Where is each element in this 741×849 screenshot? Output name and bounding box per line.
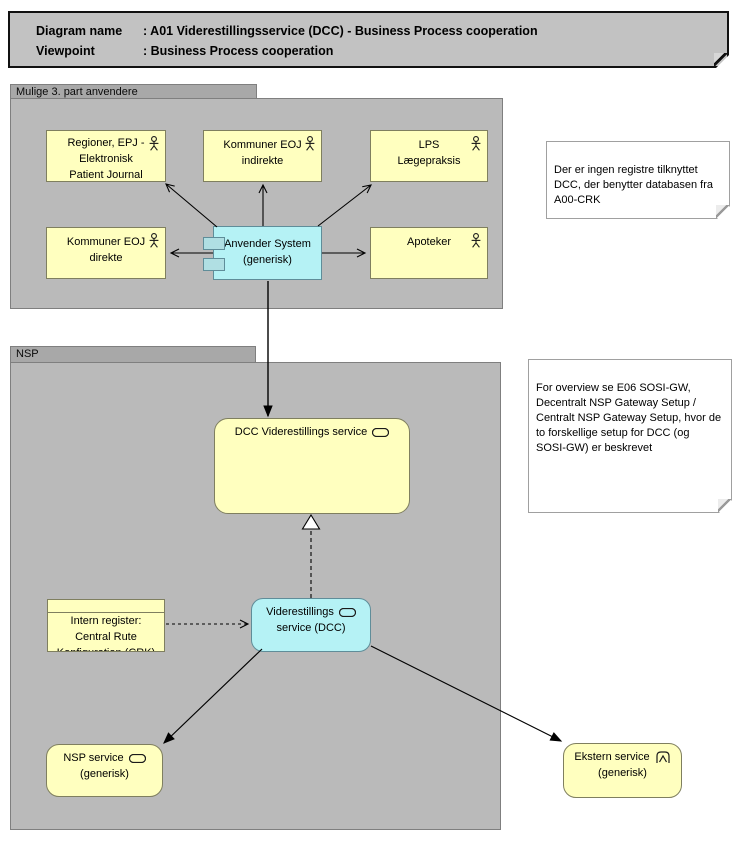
note-no-registers[interactable]: Der er ingen registre tilknyttet DCC, de… <box>546 141 730 219</box>
note-sosi-gw-overview[interactable]: For overview se E06 SOSI-GW, Decentralt … <box>528 359 732 513</box>
service-oval-icon <box>128 753 146 763</box>
group-tab-nsp[interactable]: NSP <box>10 346 256 363</box>
node-label: Konfiguration (CRK) <box>48 645 164 651</box>
node-label: Ekstern service <box>574 751 650 763</box>
actor-icon <box>149 233 159 248</box>
title-row-diagram-name: Diagram name : A01 Viderestillingsservic… <box>36 21 727 41</box>
component-anvender-system[interactable]: Anvender System (generisk) <box>203 226 322 280</box>
node-label: (generisk) <box>598 767 647 779</box>
service-dcc-viderestillings[interactable]: DCC Viderestillings service <box>214 418 410 514</box>
node-label: (generisk) <box>243 254 292 266</box>
viewpoint-label: Viewpoint <box>36 44 95 58</box>
group-tab-third-party[interactable]: Mulige 3. part anvendere <box>10 84 257 99</box>
component-ports-icon <box>203 237 225 250</box>
node-label: DCC Viderestillings service <box>234 426 368 438</box>
chevron-service-icon <box>655 751 670 763</box>
node-label: Regioner, EPJ - <box>67 137 145 149</box>
node-label: Kommuner EOJ <box>223 139 302 151</box>
viewpoint-value: : Business Process cooperation <box>143 44 334 58</box>
group-label: NSP <box>16 348 39 360</box>
title-row-viewpoint: Viewpoint : Business Process cooperation <box>36 41 727 61</box>
component-ports-icon <box>203 258 225 271</box>
group-label: Mulige 3. part anvendere <box>16 86 138 98</box>
node-label: Lægepraksis <box>397 155 461 167</box>
actor-icon <box>305 136 315 151</box>
node-label: Elektronisk <box>79 153 133 165</box>
actor-icon <box>471 136 481 151</box>
actor-icon <box>149 136 159 151</box>
node-label: service (DCC) <box>276 622 346 634</box>
title-label: Diagram name <box>36 24 123 38</box>
service-nsp-generisk[interactable]: NSP service (generisk) <box>46 744 163 797</box>
title-value: : A01 Viderestillingsservice (DCC) - Bus… <box>143 24 538 38</box>
note-text: For overview se E06 SOSI-GW, Decentralt … <box>536 382 722 454</box>
actor-icon <box>471 233 481 248</box>
node-label: indirekte <box>241 155 284 167</box>
actor-regioner-epj[interactable]: Regioner, EPJ - Elektronisk Patient Jour… <box>46 130 166 182</box>
node-label: Central Rute <box>75 631 137 643</box>
service-viderestillings-dcc[interactable]: Viderestillings service (DCC) <box>251 598 371 652</box>
node-label: NSP service <box>63 752 124 764</box>
service-oval-icon <box>338 607 356 617</box>
actor-kommuner-eoj-indirekte[interactable]: Kommuner EOJ indirekte <box>203 130 322 182</box>
object-header-bar <box>48 600 164 613</box>
node-label: (generisk) <box>80 768 129 780</box>
node-label: Viderestillings <box>266 606 334 618</box>
node-label: Kommuner EOJ <box>66 236 146 248</box>
actor-kommuner-eoj-direkte[interactable]: Kommuner EOJ direkte <box>46 227 166 279</box>
node-label: direkte <box>89 252 123 264</box>
actor-apoteker[interactable]: Apoteker <box>370 227 488 279</box>
object-intern-register-crk[interactable]: Intern register: Central Rute Konfigurat… <box>47 599 165 652</box>
diagram-title-note[interactable]: Diagram name : A01 Viderestillingsservic… <box>8 11 729 68</box>
node-label: Intern register: <box>70 615 142 627</box>
service-oval-icon <box>372 427 390 437</box>
note-text: Der er ingen registre tilknyttet DCC, de… <box>554 164 713 206</box>
node-label: Apoteker <box>406 236 452 248</box>
node-label: LPS <box>418 139 440 151</box>
service-ekstern-generisk[interactable]: Ekstern service (generisk) <box>563 743 682 798</box>
actor-lps-laegepraksis[interactable]: LPS Lægepraksis <box>370 130 488 182</box>
node-label: Anvender System <box>224 238 311 250</box>
node-label: Patient Journal <box>69 169 143 181</box>
